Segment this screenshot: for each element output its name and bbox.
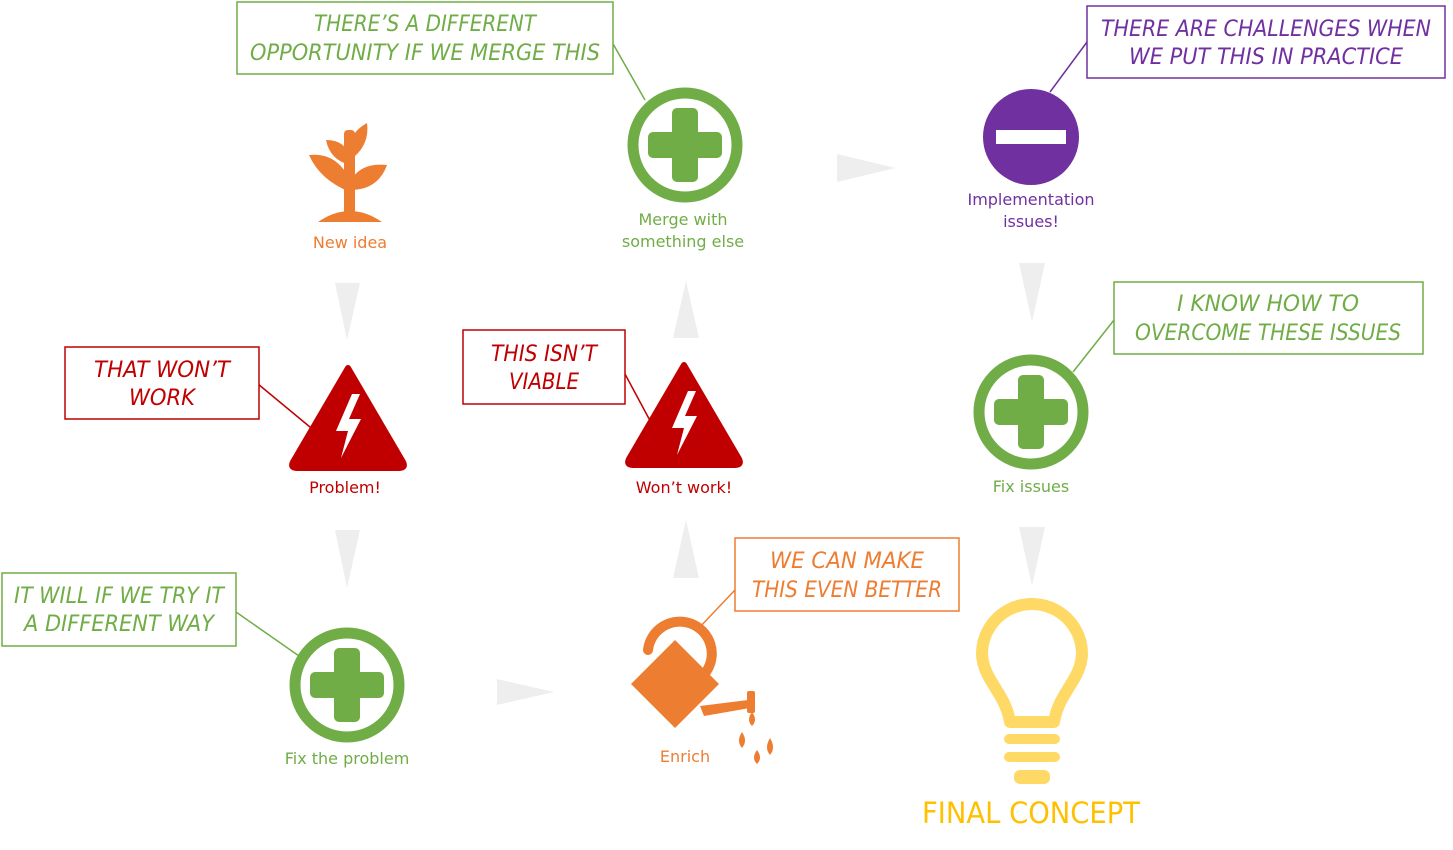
callout-challenges-line2: WE PUT THIS IN PRACTICE — [1129, 45, 1403, 70]
flow-arrows — [335, 154, 1045, 705]
node-final-concept: FINAL CONCEPT — [922, 598, 1140, 830]
node-fix-issues: Fix issues — [979, 360, 1083, 496]
connector-overcome — [1072, 319, 1115, 373]
node-implementation-label-line2: issues! — [1003, 212, 1059, 231]
sprout-icon — [309, 123, 387, 222]
warning-bolt-icon — [628, 365, 740, 465]
callout-even-better-line2: THIS EVEN BETTER — [752, 578, 942, 603]
plus-circle-icon — [295, 633, 399, 737]
arrow-right-1 — [497, 679, 554, 705]
callout-overcome: I KNOW HOW TO OVERCOME THESE ISSUES — [1113, 281, 1424, 355]
arrow-right-2 — [837, 154, 896, 182]
node-enrich: Enrich — [631, 616, 773, 766]
connector-even-better — [696, 589, 736, 631]
plus-circle-icon — [633, 93, 737, 197]
node-problem: Problem! — [292, 368, 404, 497]
callout-merge-opportunity-line2: OPPORTUNITY IF WE MERGE THIS — [250, 41, 600, 66]
callout-different-way: IT WILL IF WE TRY IT A DIFFERENT WAY — [1, 572, 237, 647]
watering-can-icon — [631, 616, 773, 764]
arrow-up-2 — [673, 281, 699, 338]
node-problem-label: Problem! — [309, 478, 381, 497]
arrow-down-4 — [1019, 527, 1045, 586]
node-new-idea: New idea — [309, 123, 387, 252]
callout-different-way-line2: A DIFFERENT WAY — [22, 612, 215, 637]
callout-different-way-line1: IT WILL IF WE TRY IT — [14, 584, 225, 609]
callout-even-better: WE CAN MAKE THIS EVEN BETTER — [734, 537, 960, 612]
callout-not-viable-line1: THIS ISN’T — [491, 342, 598, 367]
callout-wont-work-line1: THAT WON’T — [94, 358, 232, 383]
callout-even-better-line1: WE CAN MAKE — [770, 549, 924, 574]
connector-merge — [611, 41, 646, 101]
node-fix-issues-label: Fix issues — [993, 477, 1069, 496]
callout-overcome-line2: OVERCOME THESE ISSUES — [1135, 321, 1401, 346]
callout-overcome-line1: I KNOW HOW TO — [1177, 292, 1359, 317]
node-wont-work: Won’t work! — [628, 365, 740, 497]
callout-not-viable-line2: VIABLE — [509, 370, 579, 395]
connector-wont-work — [257, 383, 317, 433]
connector-different-way — [235, 611, 300, 657]
node-implementation: Implementation issues! — [967, 89, 1095, 231]
arrow-down-3 — [1019, 263, 1045, 322]
node-fix-problem: Fix the problem — [285, 633, 410, 768]
lightbulb-icon — [976, 598, 1088, 784]
callout-challenges: THERE ARE CHALLENGES WHEN WE PUT THIS IN… — [1086, 5, 1446, 79]
callout-not-viable: THIS ISN’T VIABLE — [462, 329, 626, 405]
arrow-down-1 — [335, 283, 360, 340]
plus-circle-icon — [979, 360, 1083, 464]
callout-wont-work: THAT WON’T WORK — [64, 346, 260, 420]
node-merge-label-line1: Merge with — [639, 210, 728, 229]
warning-bolt-icon — [292, 368, 404, 468]
node-merge-label-line2: something else — [622, 232, 744, 251]
connector-challenges — [1049, 41, 1088, 93]
node-final-concept-label: FINAL CONCEPT — [922, 796, 1140, 830]
node-implementation-label-line1: Implementation — [967, 190, 1094, 209]
minus-circle-icon — [983, 89, 1079, 185]
callout-merge-opportunity: THERE’S A DIFFERENT OPPORTUNITY IF WE ME… — [236, 1, 614, 75]
arrow-up-1 — [673, 520, 699, 578]
callout-merge-opportunity-line1: THERE’S A DIFFERENT — [314, 12, 537, 37]
node-new-idea-label: New idea — [313, 233, 387, 252]
arrow-down-2 — [335, 530, 360, 588]
node-fix-problem-label: Fix the problem — [285, 749, 410, 768]
node-merge: Merge with something else — [622, 93, 744, 251]
callout-connectors — [235, 41, 1115, 657]
node-wont-work-label: Won’t work! — [636, 478, 732, 497]
callout-challenges-line1: THERE ARE CHALLENGES WHEN — [1101, 17, 1431, 42]
callout-wont-work-line2: WORK — [129, 386, 196, 411]
node-enrich-label: Enrich — [660, 747, 710, 766]
